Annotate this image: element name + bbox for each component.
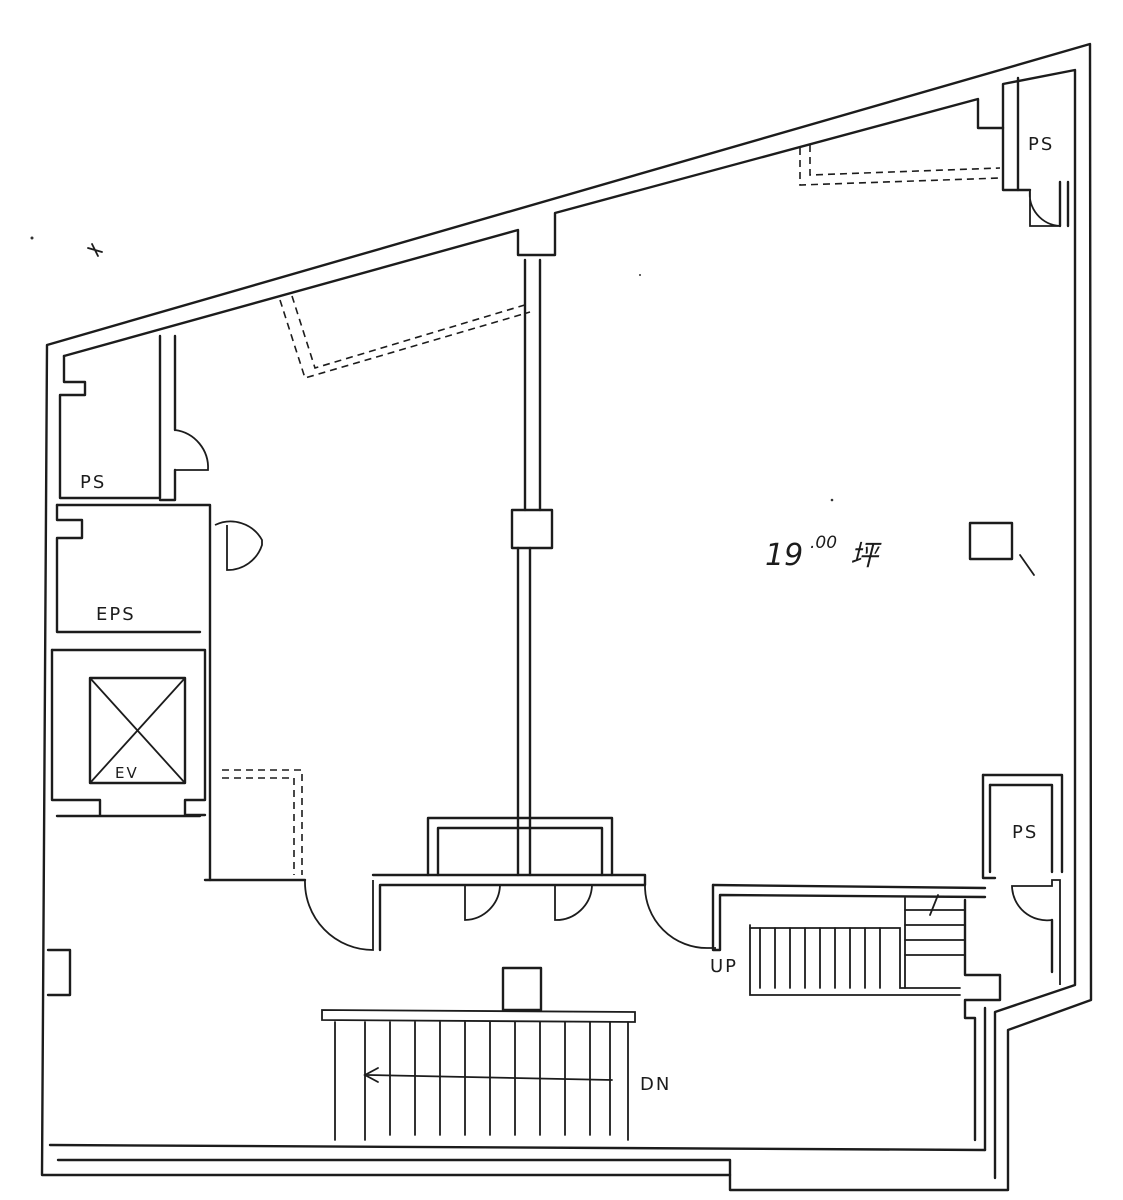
scan-marks bbox=[30, 236, 1035, 576]
area-annotation: 19 .00 坪 bbox=[765, 533, 882, 573]
central-column bbox=[510, 258, 1014, 877]
area-value: 19 bbox=[765, 538, 803, 573]
dashed-overhead bbox=[222, 145, 1001, 875]
ps-right-room bbox=[981, 773, 1064, 985]
area-decimal: .00 bbox=[810, 533, 837, 553]
left-core bbox=[46, 334, 263, 997]
stair-down bbox=[321, 966, 636, 1141]
ps-top-right-room bbox=[1001, 76, 1070, 228]
outer-walls bbox=[40, 42, 1093, 1192]
label-ps-left: PS bbox=[80, 472, 106, 493]
label-ps-top-right: PS bbox=[1028, 134, 1054, 155]
label-ps-right: PS bbox=[1012, 822, 1038, 843]
label-ev: EV bbox=[115, 764, 139, 782]
label-eps: EPS bbox=[96, 604, 136, 625]
corridor-walls bbox=[203, 816, 1002, 1152]
elevator-shaft bbox=[88, 676, 187, 785]
stair-up bbox=[749, 894, 966, 996]
area-unit: 坪 bbox=[850, 539, 882, 572]
label-up: UP bbox=[710, 956, 738, 977]
label-dn: DN bbox=[640, 1074, 671, 1095]
